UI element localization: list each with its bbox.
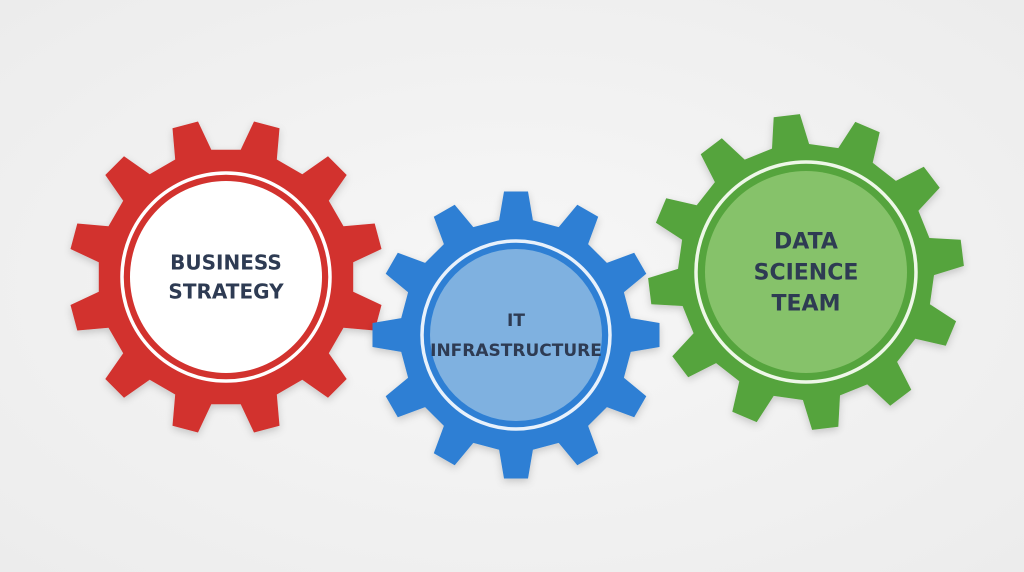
gear-it-infrastructure-ring bbox=[420, 239, 612, 431]
gear-data-science-team-ring bbox=[694, 160, 918, 384]
gear-it-infrastructure-label-line-1: IT bbox=[507, 311, 525, 331]
gear-business-strategy: BUSINESS STRATEGY bbox=[70, 121, 382, 433]
gear-business-strategy-label-line-2: STRATEGY bbox=[168, 280, 284, 304]
gear-business-strategy-label-line-1: BUSINESS bbox=[170, 251, 282, 275]
gear-business-strategy-ring bbox=[120, 171, 332, 383]
gear-data-science-team-center bbox=[705, 171, 907, 373]
gear-data-science-team: DATA SCIENCE TEAM bbox=[648, 114, 964, 430]
gear-business-strategy-center bbox=[130, 181, 322, 373]
gear-data-science-team-label-line-1: DATA bbox=[774, 230, 838, 255]
gear-it-infrastructure: IT INFRASTRUCTURE bbox=[372, 191, 660, 479]
gear-it-infrastructure-center bbox=[430, 249, 602, 421]
gear-data-science-team-label-line-2: SCIENCE bbox=[754, 261, 859, 286]
gear-data-science-team-label-line-3: TEAM bbox=[772, 292, 841, 317]
gear-it-infrastructure-label-line-2: INFRASTRUCTURE bbox=[430, 341, 602, 361]
